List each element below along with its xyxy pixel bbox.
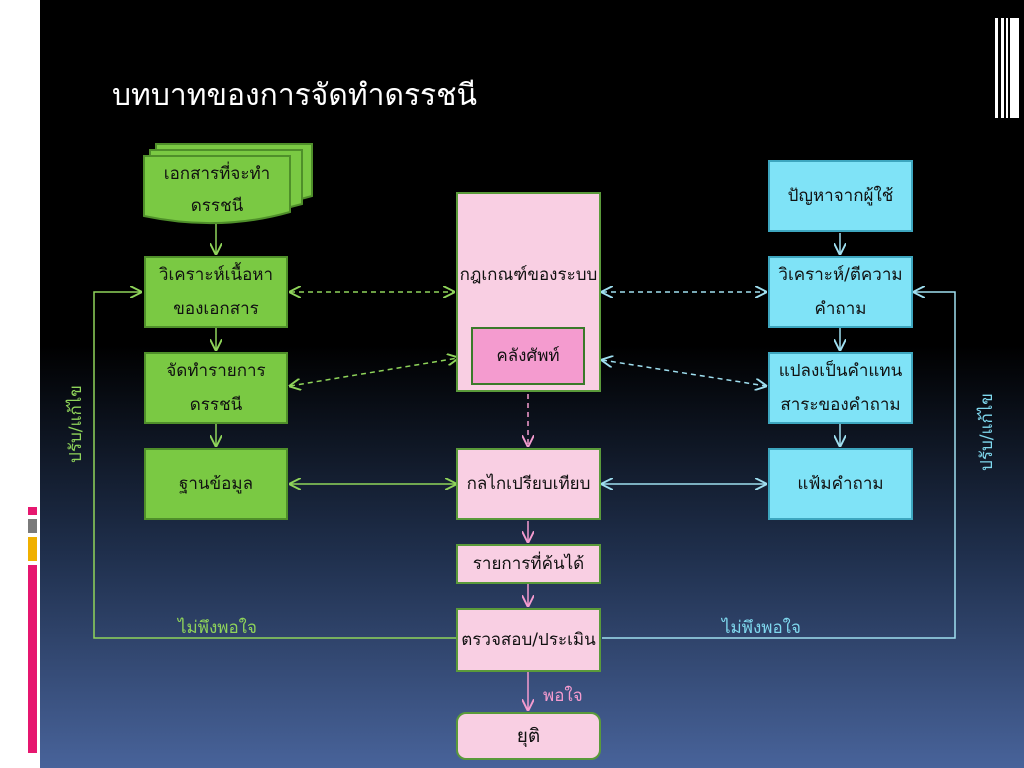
slide-left-margin <box>0 0 40 768</box>
node-question-file: แฟ้มคำถาม <box>768 448 913 520</box>
node-vocabulary: คลังศัพท์ <box>471 327 585 385</box>
feedback-loop-left <box>93 292 456 639</box>
label-revise-left: ปรับ/แก้ไข <box>66 385 86 463</box>
node-evaluate: ตรวจสอบ/ประเมิน <box>456 608 601 672</box>
node-documents: เอกสารที่จะทำดรรชนี <box>163 164 271 216</box>
label-unsatisfied-left: ไม่พึงพอใจ <box>178 618 257 638</box>
node-retrieved: รายการที่ค้นได้ <box>456 544 601 584</box>
node-translate-question: แปลงเป็นคำแทนสาระของคำถาม <box>768 352 913 424</box>
node-database: ฐานข้อมูล <box>144 448 288 520</box>
node-matching: กลไกเปรียบเทียบ <box>456 448 601 520</box>
accent-bar-pink <box>28 507 37 515</box>
node-analyze-content: วิเคราะห์เนื้อหาของเอกสาร <box>144 256 288 328</box>
label-unsatisfied-right: ไม่พึงพอใจ <box>722 618 801 638</box>
dashed-arrow-vocabulary-translate <box>602 360 766 386</box>
accent-bar-magenta <box>28 565 37 753</box>
node-make-index: จัดทำรายการดรรชนี <box>144 352 288 424</box>
node-analyze-question: วิเคราะห์/ตีความคำถาม <box>768 256 913 328</box>
feedback-loop-right <box>602 292 956 639</box>
slide-title: บทบาทของการจัดทำดรรชนี <box>112 78 478 113</box>
accent-bar-yellow <box>28 537 37 561</box>
node-stop: ยุติ <box>456 712 601 760</box>
label-revise-right: ปรับ/แก้ไข <box>977 393 997 471</box>
document-stack-icon <box>143 143 313 225</box>
decorative-stripes <box>995 18 1024 118</box>
accent-bar-gray <box>28 519 37 533</box>
dashed-arrow-index-vocabulary <box>290 358 458 386</box>
label-satisfied: พอใจ <box>543 686 583 706</box>
node-user-problem: ปัญหาจากผู้ใช้ <box>768 160 913 232</box>
